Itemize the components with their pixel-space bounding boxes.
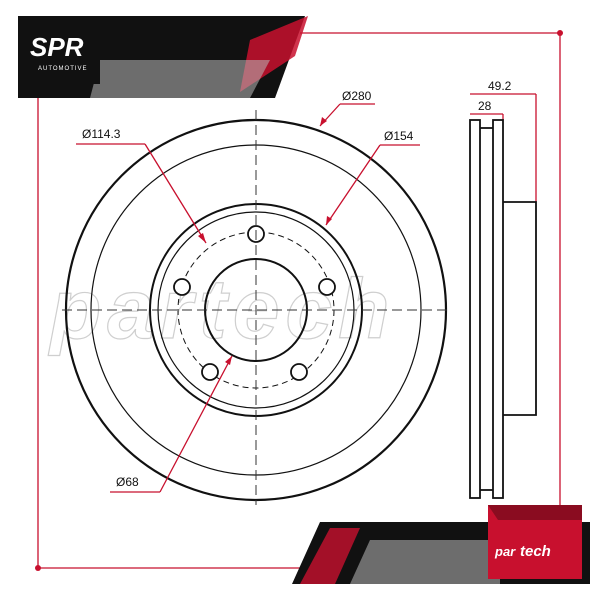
arrow-head [326,216,332,225]
arrow-head [198,233,206,243]
footer-logo-left: par [494,544,516,559]
footer-logo-right: tech [520,543,551,560]
bolt-hole [173,278,191,296]
frame-corner-dot [557,30,563,36]
pcd-label: Ø114.3 [82,127,121,141]
bolt-hole [201,363,219,381]
frame-corner-dot [35,565,41,571]
thickness-label: 28 [478,99,492,113]
footer-band [292,505,590,584]
arrow-head [225,356,232,365]
logo-main-text: SPR [30,32,84,62]
center-bore-label: Ø68 [116,475,139,489]
spr-logo: SPR AUTOMOTIVE [22,22,100,84]
arrow-head [320,117,327,126]
hat-diameter-label: Ø154 [384,129,414,143]
bolt-holes [173,225,336,381]
bolt-hole [290,363,308,381]
bolt-hole [318,278,336,296]
watermark-text: partech [48,262,395,356]
outer-diameter-label: Ø280 [342,89,372,103]
total-height-label: 49.2 [488,79,512,93]
disc-side-profile [469,119,537,499]
center-lines [62,110,452,505]
partech-logo: par tech [494,543,551,560]
logo-sub-text: AUTOMOTIVE [38,66,88,72]
frame-lines [37,32,561,569]
